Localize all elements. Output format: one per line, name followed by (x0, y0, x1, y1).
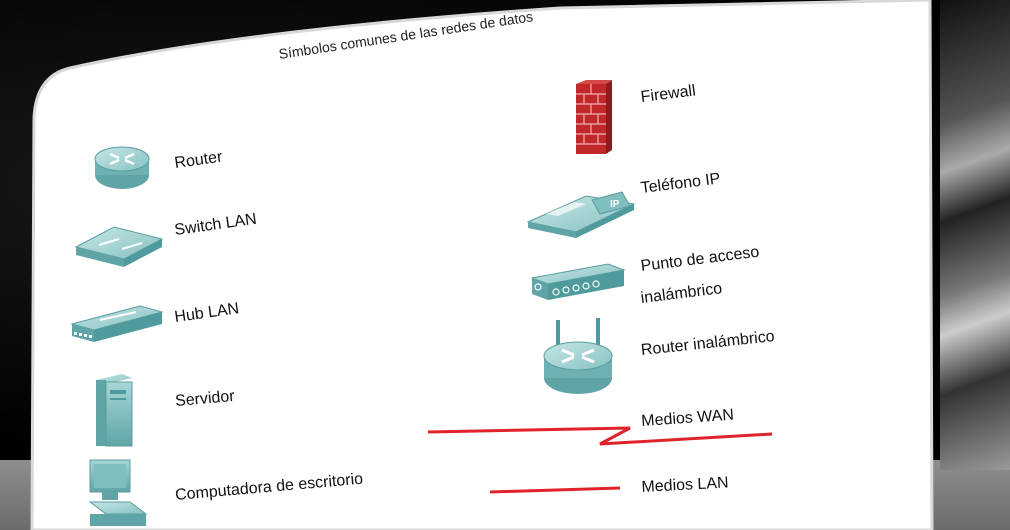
right-decorative-strip (940, 0, 1010, 470)
switch-icon (74, 226, 164, 267)
wan-media-line (427, 426, 773, 446)
hub-icon (70, 305, 164, 342)
wireless-router-icon (543, 318, 613, 394)
desktop-computer-icon (88, 459, 148, 526)
ip-badge: IP (610, 199, 620, 210)
wireless-access-point-icon (530, 263, 626, 300)
router-icon (94, 146, 150, 189)
ip-phone-icon: IP (526, 191, 636, 238)
lan-media-line (489, 486, 621, 494)
firewall-icon (576, 80, 612, 154)
server-icon (96, 374, 133, 447)
